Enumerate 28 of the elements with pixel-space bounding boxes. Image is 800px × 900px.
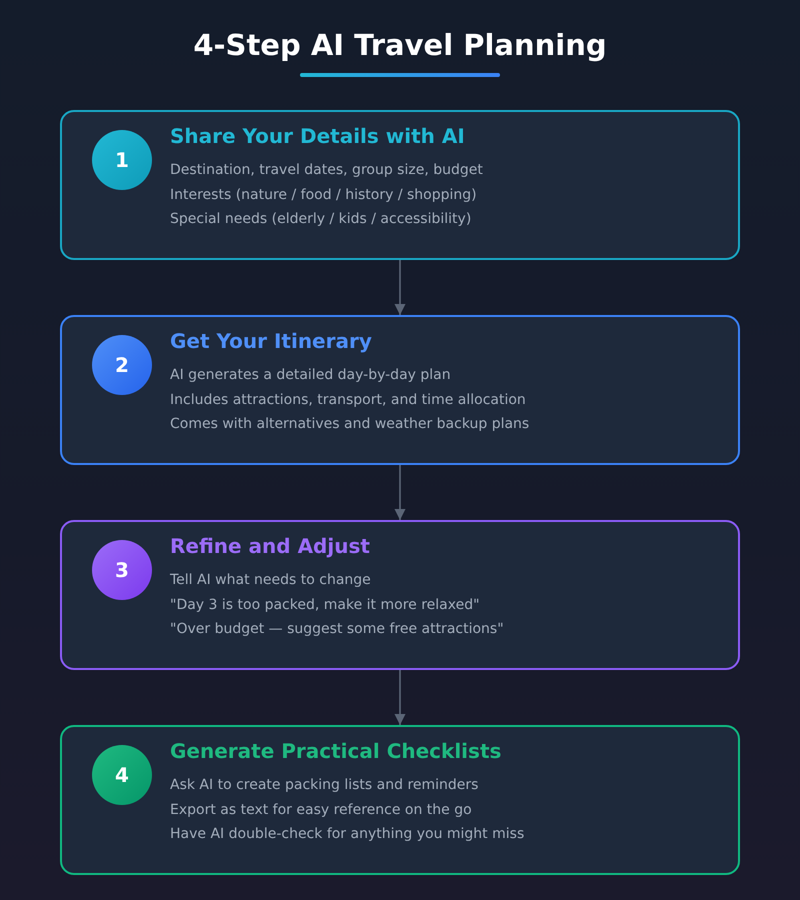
title: 4-Step AI Travel Planning [192,28,608,62]
step-heading: Generate Practical Checklists [170,739,502,763]
step-number: 2 [92,335,152,395]
step-description: Comes with alternatives and weather backup plans [170,416,530,432]
step-heading: Share Your Details with AI [170,124,465,148]
step-description: Special needs (elderly / kids / accessibility) [170,211,472,227]
step-card [60,520,740,670]
step-number: 1 [92,130,152,190]
step-card [60,725,740,875]
step-number: 3 [92,540,152,600]
step-description: Ask AI to create packing lists and reminders [170,777,478,793]
step-description: Export as text for easy reference on the go [170,802,472,818]
arrow [394,670,406,725]
step-description: AI generates a detailed day-by-day plan [170,367,451,383]
step-description: Interests (nature / food / history / shopping) [170,186,477,202]
step-card [60,110,740,260]
arrow [394,465,406,520]
step-description: Destination, travel dates, group size, budget [170,162,483,178]
step-description: Tell AI what needs to change [170,572,371,588]
step-number: 4 [92,745,152,805]
step-description: "Over budget — suggest some free attractions" [170,621,504,637]
arrow [394,260,406,315]
step-card [60,315,740,465]
step-description: Have AI double-check for anything you might miss [170,826,524,842]
step-description: "Day 3 is too packed, make it more relaxed" [170,596,480,612]
step-heading: Get Your Itinerary [170,329,372,353]
step-heading: Refine and Adjust [170,534,370,558]
step-description: Includes attractions, transport, and time allocation [170,392,526,408]
